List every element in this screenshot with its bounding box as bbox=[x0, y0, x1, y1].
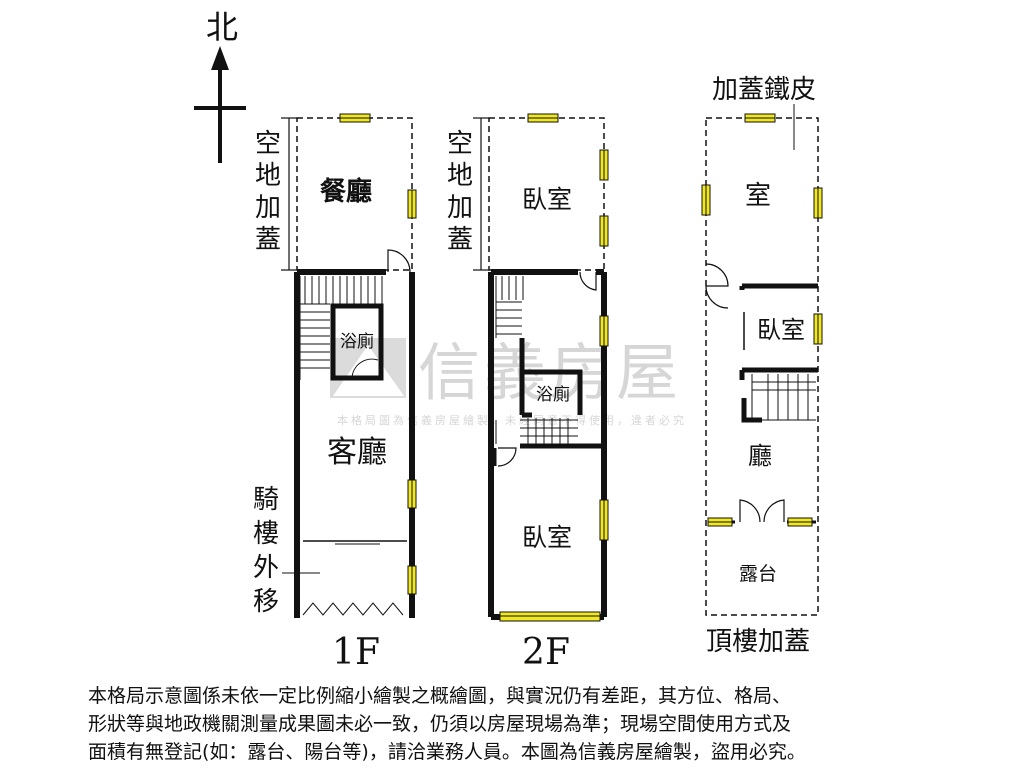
side-note-char-4: 蓋 bbox=[447, 225, 473, 255]
folding-door-icon bbox=[302, 602, 404, 616]
window-1f-north bbox=[339, 113, 371, 123]
roof-note: 加蓋鐵皮 bbox=[712, 75, 816, 105]
disclaimer: 本格局示意圖係未依一定比例縮小繪製之概繪圖，與實況仍有差距，其方位、格局、 形狀… bbox=[88, 682, 988, 766]
bathroom-door-icon bbox=[351, 358, 379, 379]
disclaimer-line-2: 形狀等與地政機關測量成果圖未必一致，仍須以房屋現場為準；現場空間使用方式及 bbox=[88, 713, 792, 735]
window-roof-terrace-east bbox=[787, 517, 813, 527]
side-note-char-1: 空 bbox=[255, 129, 281, 159]
room-label-bathroom: 浴廁 bbox=[536, 384, 570, 405]
room-label-bedroom-south: 臥室 bbox=[522, 523, 572, 552]
main-wall bbox=[294, 269, 415, 618]
arcade-char-4: 移 bbox=[253, 587, 279, 617]
watermark-logo-roof-icon bbox=[333, 345, 404, 396]
side-note-char-1: 空 bbox=[447, 129, 473, 159]
double-door-icon bbox=[739, 499, 785, 523]
room-label-dining: 餐廳 bbox=[320, 176, 372, 207]
window-2f-south bbox=[499, 611, 601, 622]
door-swing-icon bbox=[705, 285, 729, 309]
disclaimer-line-1: 本格局示意圖係未依一定比例縮小繪製之概繪圖，與實況仍有差距，其方位、格局、 bbox=[88, 685, 792, 707]
floor-rooftop: 加蓋鐵皮 bbox=[701, 75, 823, 657]
door-swing-icon bbox=[497, 447, 517, 467]
side-note-char-3: 加 bbox=[447, 193, 473, 223]
side-note-char-2: 地 bbox=[255, 161, 281, 191]
bathroom-wall bbox=[330, 303, 384, 381]
room-label-bedroom: 臥室 bbox=[757, 316, 805, 344]
door-swing-icon bbox=[705, 263, 729, 287]
watermark-logo-icon bbox=[330, 338, 406, 398]
room-label-living: 客廳 bbox=[327, 435, 387, 470]
disclaimer-line-3: 面積有無登記(如：露台、陽台等)，請洽業務人員。本圖為信義房屋繪製，盜用必究。 bbox=[88, 741, 806, 763]
main-wall bbox=[488, 269, 607, 620]
window-1f-east-living bbox=[407, 479, 417, 509]
window-1f-east-arcade bbox=[407, 565, 417, 595]
window-roof-west bbox=[701, 184, 711, 216]
door-swing-icon bbox=[579, 271, 597, 291]
side-note-char-4: 蓋 bbox=[255, 225, 281, 255]
inner-wall bbox=[519, 338, 604, 449]
north-arrow-icon bbox=[211, 46, 229, 70]
entrance-door-icon bbox=[387, 249, 411, 273]
watermark: 信義房屋 本格局圖為信義房屋繪製，未經同意不得使用，違者必究 bbox=[330, 336, 687, 427]
window-2f-east-4 bbox=[599, 499, 609, 541]
window-roof-east-1 bbox=[813, 187, 823, 219]
watermark-notice: 本格局圖為信義房屋繪製，未經同意不得使用，違者必究 bbox=[337, 413, 687, 427]
staircase bbox=[751, 374, 816, 421]
floor-1f: 空 地 加 蓋 bbox=[253, 113, 417, 673]
compass: 北 bbox=[194, 8, 246, 163]
arcade-char-3: 外 bbox=[253, 553, 279, 583]
room-label-room: 室 bbox=[745, 181, 771, 211]
floor-label-rooftop: 頂樓加蓋 bbox=[706, 627, 810, 657]
arcade-char-1: 騎 bbox=[253, 485, 279, 515]
north-label: 北 bbox=[206, 8, 238, 46]
window-2f-east-1 bbox=[599, 149, 609, 181]
side-note-char-2: 地 bbox=[447, 161, 473, 191]
floor-2f: 空 地 加 蓋 bbox=[447, 113, 609, 673]
side-note-char-3: 加 bbox=[255, 193, 281, 223]
window-1f-east-dining bbox=[407, 189, 417, 219]
window-2f-north bbox=[527, 113, 559, 123]
inner-wall bbox=[739, 283, 818, 423]
room-label-bathroom: 浴廁 bbox=[340, 331, 374, 352]
window-roof-terrace-west bbox=[707, 517, 733, 527]
arcade-char-2: 樓 bbox=[253, 519, 279, 549]
staircase bbox=[299, 276, 383, 380]
window-2f-east-3 bbox=[599, 315, 609, 347]
window-2f-east-2 bbox=[599, 215, 609, 247]
room-label-bedroom-north: 臥室 bbox=[522, 185, 572, 214]
floor-label-1f: 1F bbox=[332, 632, 380, 673]
window-roof-east-2 bbox=[813, 313, 823, 345]
room-label-terrace: 露台 bbox=[739, 563, 777, 585]
room-label-hall: 廳 bbox=[748, 442, 772, 470]
window-roof-north bbox=[744, 113, 776, 123]
floor-label-2f: 2F bbox=[522, 632, 570, 673]
